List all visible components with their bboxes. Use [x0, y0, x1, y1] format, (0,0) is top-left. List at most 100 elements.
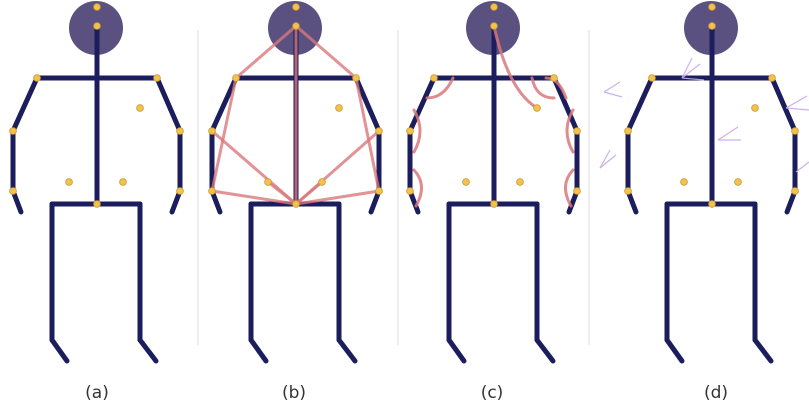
joint-b-headTop — [292, 3, 300, 11]
bone-d-12 — [752, 337, 774, 364]
joint-a-pelvis — [93, 200, 101, 208]
joint-c-neck — [490, 22, 498, 30]
joint-a-lElbow — [9, 127, 17, 135]
connection-line-2 — [210, 76, 238, 193]
axis-line-2 — [681, 63, 701, 79]
joint-b-lWrist — [208, 187, 216, 195]
panel-c — [406, 1, 581, 364]
joint-b-lChest — [264, 178, 272, 186]
caption-d: (d) — [704, 383, 728, 403]
joint-d-rBelly — [751, 104, 759, 112]
joint-a-rShoulder — [153, 74, 161, 82]
axis-line-1 — [603, 91, 623, 98]
bone-a-10 — [49, 337, 70, 364]
joint-d-neck — [708, 22, 716, 30]
joint-b-neck — [292, 22, 300, 30]
joint-d-rChest — [734, 178, 742, 186]
joint-c-rChest — [516, 178, 524, 186]
axis-line-9 — [599, 154, 617, 169]
connection-arc-5 — [565, 108, 575, 154]
connection-line-1 — [294, 24, 358, 80]
joint-d-lWrist — [624, 187, 632, 195]
axis-line-10 — [599, 149, 611, 169]
joint-c-headTop — [490, 3, 498, 11]
joint-c-pelvis — [490, 200, 498, 208]
bone-d-2 — [625, 75, 655, 134]
joint-c-lShoulder — [430, 74, 438, 82]
joint-d-headTop — [708, 3, 716, 11]
joint-c-lWrist — [406, 187, 414, 195]
joint-d-rElbow — [791, 127, 799, 135]
joint-b-rElbow — [375, 127, 383, 135]
panel-b — [208, 1, 383, 364]
connection-line-10 — [294, 180, 324, 206]
connection-line-3 — [354, 76, 381, 193]
bone-c-5 — [551, 75, 580, 134]
connection-line-5 — [294, 189, 381, 206]
panel-d — [599, 1, 809, 364]
connection-arc-6 — [412, 168, 423, 208]
joint-b-rShoulder — [352, 74, 360, 82]
joint-b-rChest — [318, 178, 326, 186]
connection-arc-1 — [492, 24, 539, 110]
connection-arc-7 — [564, 168, 575, 208]
joint-d-pelvis — [708, 200, 716, 208]
connection-line-0 — [234, 24, 298, 80]
bone-d-10 — [664, 337, 685, 364]
joint-a-headTop — [93, 3, 101, 11]
bone-b-2 — [209, 75, 239, 134]
connection-line-4 — [210, 189, 298, 206]
bone-c-10 — [446, 337, 467, 364]
joint-c-lElbow — [406, 127, 414, 135]
bone-a-12 — [137, 337, 159, 364]
connection-arc-2 — [530, 76, 556, 100]
axis-line-5 — [785, 95, 808, 109]
axis-line-11 — [795, 161, 809, 173]
axis-line-6 — [785, 107, 809, 111]
joint-c-rWrist — [573, 187, 581, 195]
joint-d-rWrist — [791, 187, 799, 195]
bone-c-2 — [407, 75, 437, 134]
connection-line-9 — [266, 180, 298, 206]
joint-b-lElbow — [208, 127, 216, 135]
joint-a-rChest — [119, 178, 127, 186]
axis-line-4 — [681, 77, 705, 81]
joint-c-rElbow — [573, 127, 581, 135]
joint-a-neck — [93, 22, 101, 30]
panel-a — [9, 1, 184, 364]
joint-a-rElbow — [176, 127, 184, 135]
connection-arc-4 — [412, 108, 422, 154]
joint-d-rShoulder — [768, 74, 776, 82]
bone-b-10 — [248, 337, 269, 364]
joint-d-lShoulder — [648, 74, 656, 82]
bone-c-12 — [534, 337, 556, 364]
axis-line-0 — [603, 81, 621, 93]
bone-a-2 — [10, 75, 40, 134]
joint-b-pelvis — [292, 200, 300, 208]
joint-a-rBelly — [136, 104, 144, 112]
joint-a-lWrist — [9, 187, 17, 195]
connection-arc-0 — [425, 76, 455, 100]
caption-a: (a) — [85, 383, 109, 403]
joint-c-lChest — [462, 178, 470, 186]
joint-a-rWrist — [176, 187, 184, 195]
caption-c: (c) — [481, 383, 504, 403]
joint-b-lShoulder — [232, 74, 240, 82]
connection-arc-3 — [544, 76, 568, 100]
axis-line-7 — [717, 126, 739, 141]
bone-a-5 — [154, 75, 183, 134]
bone-d-5 — [769, 75, 798, 134]
joint-b-rBelly — [335, 104, 343, 112]
joint-d-lChest — [680, 178, 688, 186]
joint-c-rShoulder — [550, 74, 558, 82]
joint-d-lElbow — [624, 127, 632, 135]
joint-a-lChest — [65, 178, 73, 186]
bone-b-5 — [353, 75, 382, 134]
joint-a-lShoulder — [33, 74, 41, 82]
joint-b-rWrist — [375, 187, 383, 195]
caption-b: (b) — [282, 383, 306, 403]
bone-b-12 — [336, 337, 358, 364]
axis-line-3 — [681, 57, 693, 79]
joint-c-rBelly — [533, 104, 541, 112]
